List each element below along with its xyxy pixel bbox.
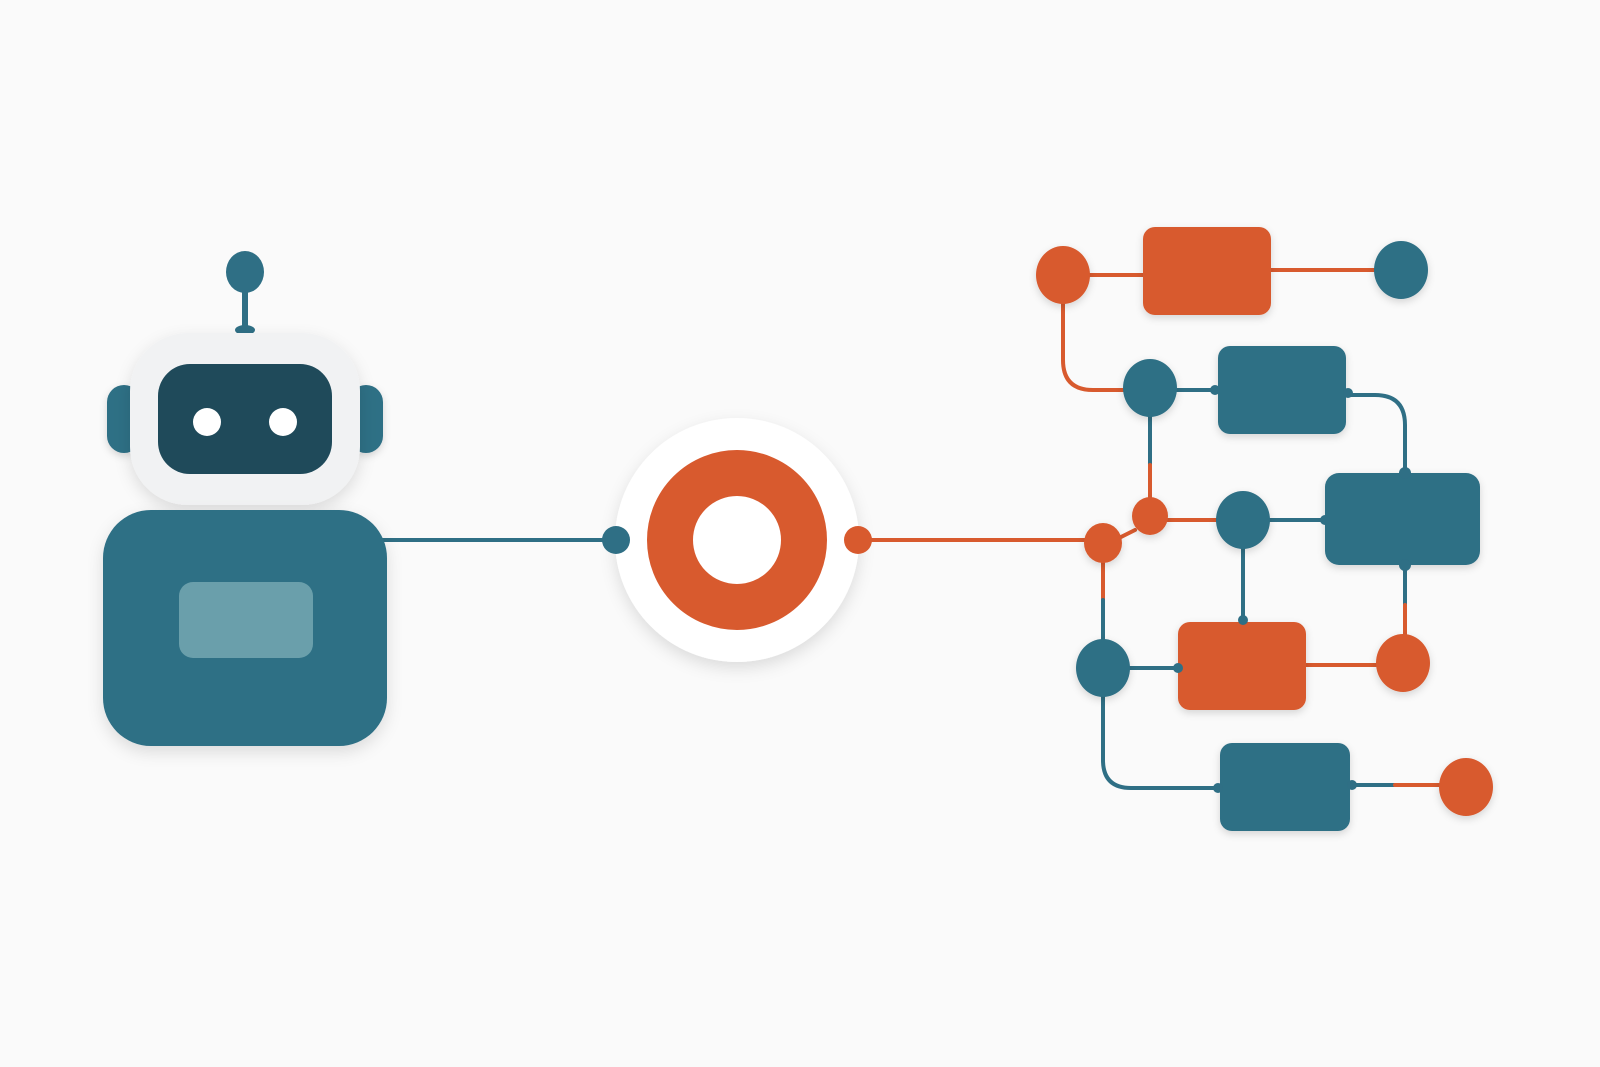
network-node [1374,241,1428,299]
network-node [1076,639,1130,697]
robot-face-screen [158,364,332,474]
hub-port-right [844,526,872,554]
robot-antenna-tip [226,251,264,293]
network-box-second [1218,346,1346,434]
network-node [1216,491,1270,549]
hub-ring [647,450,827,630]
robot-chest-panel [179,582,313,658]
robot-icon [103,251,387,746]
hub-ring-icon [602,418,872,662]
network-node [1123,359,1177,417]
network-node [1036,246,1090,304]
network-node [1084,523,1122,563]
hub-port-left [602,526,630,554]
network-node [1439,758,1493,816]
robot-eye-left [193,408,221,436]
network-box-top [1143,227,1271,315]
network-node [1132,497,1168,535]
robot-eye-right [269,408,297,436]
network-box-large [1325,473,1480,565]
network-nodes [1036,241,1493,816]
network-box-bottom [1220,743,1350,831]
network-box-lower [1178,622,1306,710]
network-node [1376,634,1430,692]
network-boxes [1143,227,1480,831]
